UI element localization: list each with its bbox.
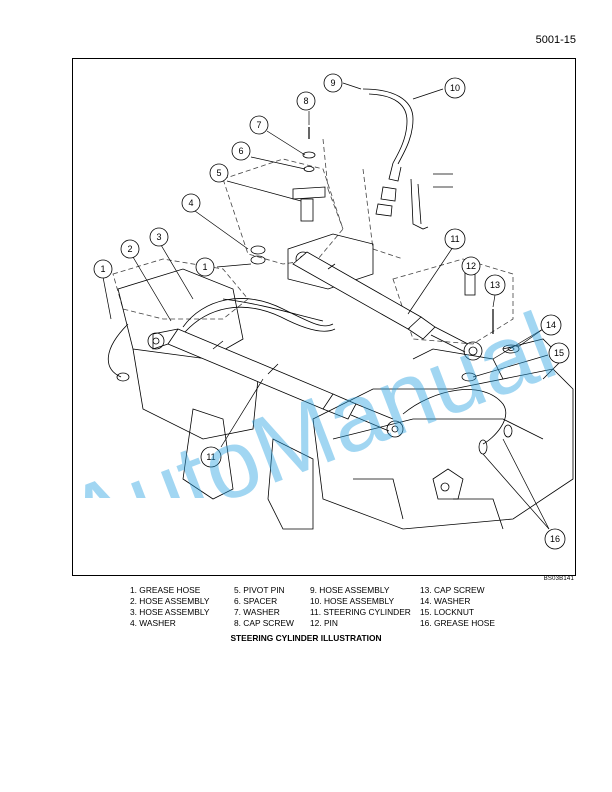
legend-item: 15. LOCKNUT — [420, 607, 474, 617]
callout-10: 10 — [444, 77, 466, 99]
callout-2: 2 — [120, 239, 140, 259]
legend-column-4: 13. CAP SCREW 14. WASHER 15. LOCKNUT 16.… — [420, 585, 495, 629]
svg-text:2: 2 — [127, 244, 132, 254]
svg-text:3: 3 — [156, 232, 161, 242]
callout-8: 8 — [296, 91, 316, 111]
figure-frame: 1 2 3 4 5 6 7 8 9 10 11 1 11 12 13 14 15… — [72, 58, 576, 576]
legend-item: 6. SPACER — [234, 596, 278, 606]
callout-9: 9 — [323, 73, 343, 93]
legend-item: 7. WASHER — [234, 607, 280, 617]
svg-text:13: 13 — [490, 280, 500, 290]
legend-item: 4. WASHER — [130, 618, 176, 628]
callout-1: 1 — [93, 259, 113, 279]
svg-text:16: 16 — [550, 534, 560, 544]
parts-legend: 1. GREASE HOSE 2. HOSE ASSEMBLY 3. HOSE … — [130, 585, 530, 633]
svg-text:8: 8 — [303, 96, 308, 106]
svg-text:15: 15 — [554, 348, 564, 358]
legend-column-1: 1. GREASE HOSE 2. HOSE ASSEMBLY 3. HOSE … — [130, 585, 209, 629]
svg-text:9: 9 — [330, 78, 335, 88]
svg-text:11: 11 — [450, 234, 459, 244]
svg-text:7: 7 — [256, 120, 261, 130]
legend-item: 10. HOSE ASSEMBLY — [310, 596, 395, 606]
svg-text:14: 14 — [546, 320, 556, 330]
legend-item: 8. CAP SCREW — [234, 618, 294, 628]
figure-caption: STEERING CYLINDER ILLUSTRATION — [230, 633, 382, 643]
svg-text:4: 4 — [188, 198, 193, 208]
legend-item: 2. HOSE ASSEMBLY — [130, 596, 210, 606]
legend-item: 11. STEERING CYLINDER — [310, 607, 411, 617]
callout-6: 6 — [231, 141, 251, 161]
callout-7: 7 — [249, 115, 269, 135]
callout-5: 5 — [209, 163, 229, 183]
figure-code: BS03B141 — [543, 576, 574, 582]
legend-item: 9. HOSE ASSEMBLY — [310, 585, 390, 595]
legend-item: 13. CAP SCREW — [420, 585, 485, 595]
callout-16: 16 — [544, 528, 566, 550]
callout-11-upper: 11 — [444, 228, 466, 250]
legend-item: 1. GREASE HOSE — [130, 585, 201, 595]
svg-text:10: 10 — [450, 83, 460, 93]
legend-item: 16. GREASE HOSE — [420, 618, 495, 628]
svg-text:1: 1 — [100, 264, 105, 274]
callout-3: 3 — [149, 227, 169, 247]
callout-1-secondary: 1 — [195, 257, 215, 277]
svg-text:1: 1 — [202, 262, 207, 272]
svg-text:11: 11 — [206, 452, 215, 462]
steering-cylinder-drawing: 1 2 3 4 5 6 7 8 9 10 11 1 11 12 13 14 15… — [93, 73, 574, 550]
legend-item: 3. HOSE ASSEMBLY — [130, 607, 210, 617]
legend-column-2: 5. PIVOT PIN 6. SPACER 7. WASHER 8. CAP … — [234, 585, 294, 629]
legend-item: 12. PIN — [310, 618, 338, 628]
callout-11-lower: 11 — [200, 446, 222, 468]
legend-item: 14. WASHER — [420, 596, 471, 606]
callout-15: 15 — [548, 342, 570, 364]
callout-13: 13 — [484, 274, 506, 296]
page-number: 5001-15 — [535, 34, 576, 46]
legend-column-3: 9. HOSE ASSEMBLY 10. HOSE ASSEMBLY 11. S… — [310, 585, 411, 629]
svg-text:5: 5 — [216, 168, 221, 178]
svg-text:12: 12 — [466, 261, 476, 271]
legend-item: 5. PIVOT PIN — [234, 585, 285, 595]
svg-text:6: 6 — [238, 146, 243, 156]
callout-12: 12 — [461, 256, 481, 276]
callout-4: 4 — [181, 193, 201, 213]
callout-14: 14 — [540, 314, 562, 336]
